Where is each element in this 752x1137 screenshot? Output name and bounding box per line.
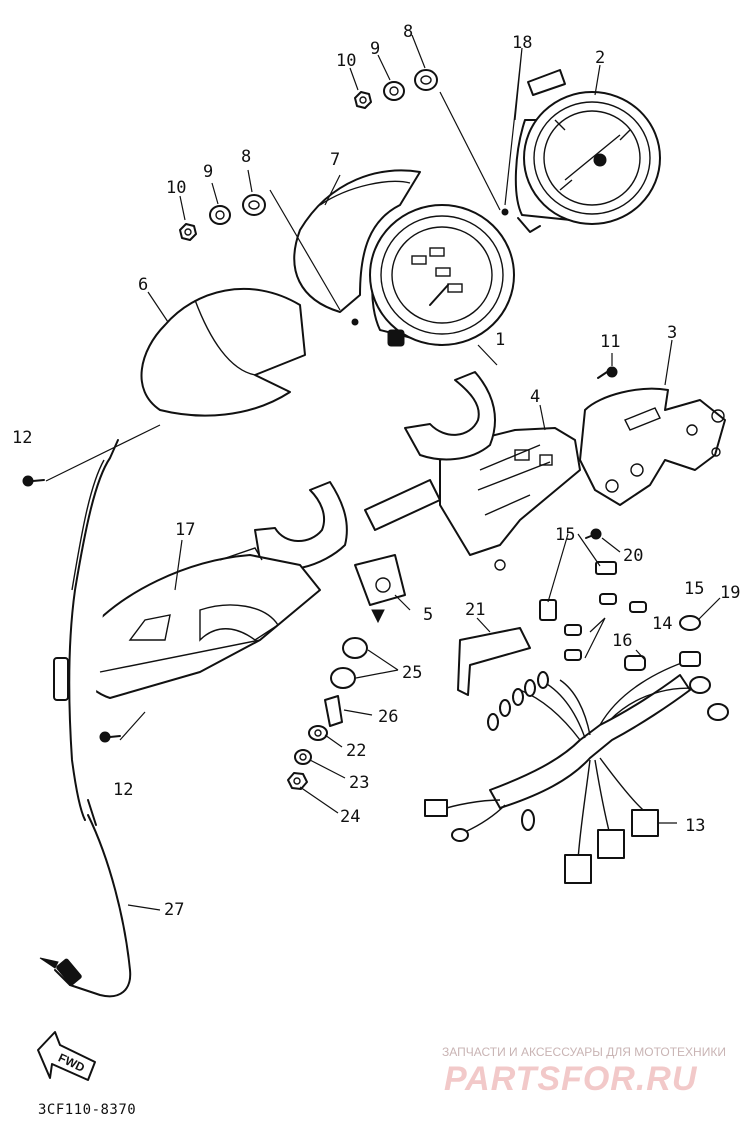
fwd-arrow-icon: FWD — [37, 1031, 96, 1081]
grommets — [330, 637, 368, 689]
meter-cap — [527, 69, 566, 96]
callout-12-lower: 12 — [113, 780, 133, 800]
callout-27: 27 — [164, 900, 184, 920]
watermark-tagline: ЗАПЧАСТИ И АКСЕССУАРЫ ДЛЯ МОТОТЕХНИКИ — [442, 1045, 726, 1059]
callout-16: 16 — [612, 631, 632, 651]
screw-11 — [597, 366, 618, 379]
callout-20: 20 — [623, 546, 643, 566]
meter-housing — [293, 169, 421, 313]
callout-26: 26 — [378, 707, 398, 727]
harness-clamp — [457, 627, 531, 696]
callout-2: 2 — [595, 48, 605, 68]
tachometer — [501, 91, 661, 233]
callout-12-upper: 12 — [12, 428, 32, 448]
washer-small — [308, 725, 328, 741]
grommet-lower — [242, 194, 266, 216]
callout-21: 21 — [465, 600, 485, 620]
callout-23: 23 — [349, 773, 369, 793]
nut-upper — [354, 91, 372, 109]
screw-12-upper — [22, 475, 45, 487]
watermark-brand: PARTSFOR.RU — [444, 1060, 698, 1098]
callout-5: 5 — [423, 605, 433, 625]
lower-cover — [75, 547, 321, 699]
callout-9-lower: 9 — [203, 162, 213, 182]
lock-washer — [294, 749, 312, 765]
diagram-code: 3CF110-8370 — [38, 1102, 136, 1118]
callout-18: 18 — [512, 33, 532, 53]
callout-10-upper: 10 — [336, 51, 356, 71]
callout-11: 11 — [600, 332, 620, 352]
speedometer — [351, 204, 515, 347]
washer-lower — [209, 205, 231, 225]
callout-15-left: 15 — [555, 525, 575, 545]
wire-harness — [424, 651, 729, 884]
collar — [324, 695, 343, 727]
callout-4: 4 — [530, 387, 540, 407]
callout-1: 1 — [495, 330, 505, 350]
screw-12-lower — [99, 731, 121, 743]
callout-15-right: 15 — [684, 579, 704, 599]
callout-17: 17 — [175, 520, 195, 540]
callout-3: 3 — [667, 323, 677, 343]
callout-25: 25 — [402, 663, 422, 683]
callout-14: 14 — [652, 614, 672, 634]
callout-8-upper: 8 — [403, 22, 413, 42]
bulb-socket — [539, 561, 617, 621]
hex-nut — [287, 772, 308, 790]
callout-10-lower: 10 — [166, 178, 186, 198]
callout-6: 6 — [138, 275, 148, 295]
callout-24: 24 — [340, 807, 360, 827]
washer-upper — [383, 81, 405, 101]
callout-labels: 1 2 3 4 5 6 7 8 8 9 9 10 10 11 12 12 13 … — [12, 22, 740, 920]
meter-bracket — [579, 387, 726, 506]
indicator-bracket — [439, 427, 581, 571]
callout-22: 22 — [346, 741, 366, 761]
callout-7: 7 — [330, 150, 340, 170]
callout-9-upper: 9 — [370, 39, 380, 59]
callout-13: 13 — [685, 816, 705, 836]
leader-lines — [45, 34, 721, 911]
nut-lower — [179, 223, 197, 241]
bracket-clamp-upper — [404, 371, 496, 461]
grommet-upper — [414, 69, 438, 91]
callout-19: 19 — [720, 583, 740, 603]
handlebar-holder — [254, 479, 441, 624]
callout-8-lower: 8 — [241, 147, 251, 167]
screw-20 — [585, 528, 602, 540]
speedometer-cable — [39, 439, 132, 998]
indicator-bulbs — [564, 593, 701, 671]
meter-cover — [140, 287, 306, 417]
